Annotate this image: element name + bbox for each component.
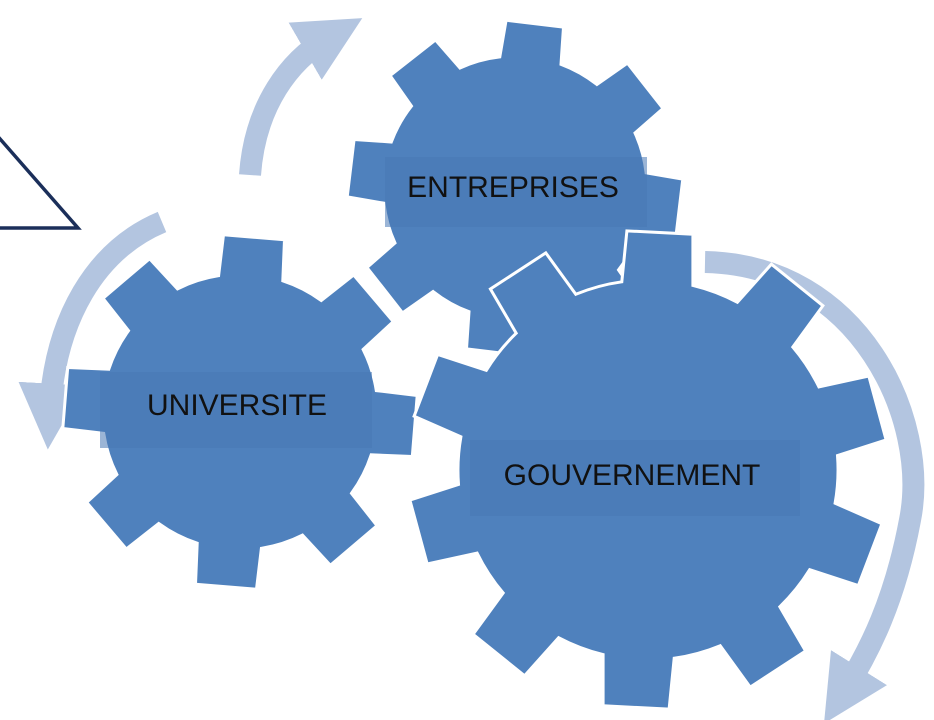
arrow-universite-to-entreprises (239, 18, 363, 176)
gears: ENTREPRISES UNIVERSITE GOUVERNEMENT (61, 18, 888, 711)
gear-universite: UNIVERSITE (61, 233, 419, 591)
callout-triangle (0, 136, 82, 230)
gear-gouvernement: GOUVERNEMENT (408, 229, 888, 711)
cycle-arrows (18, 18, 925, 720)
arrow-around-gouvernement (704, 251, 925, 720)
gear-gouvernement-label-box (470, 440, 800, 516)
gear-universite-label-box (100, 372, 372, 448)
gear-universite-label: UNIVERSITE (147, 389, 327, 422)
gear-entreprises-label-box (385, 157, 647, 227)
gear-gouvernement-label: GOUVERNEMENT (504, 459, 761, 492)
arrow-entreprises-to-universite (18, 211, 167, 450)
gear-entreprises-label: ENTREPRISES (407, 171, 619, 204)
